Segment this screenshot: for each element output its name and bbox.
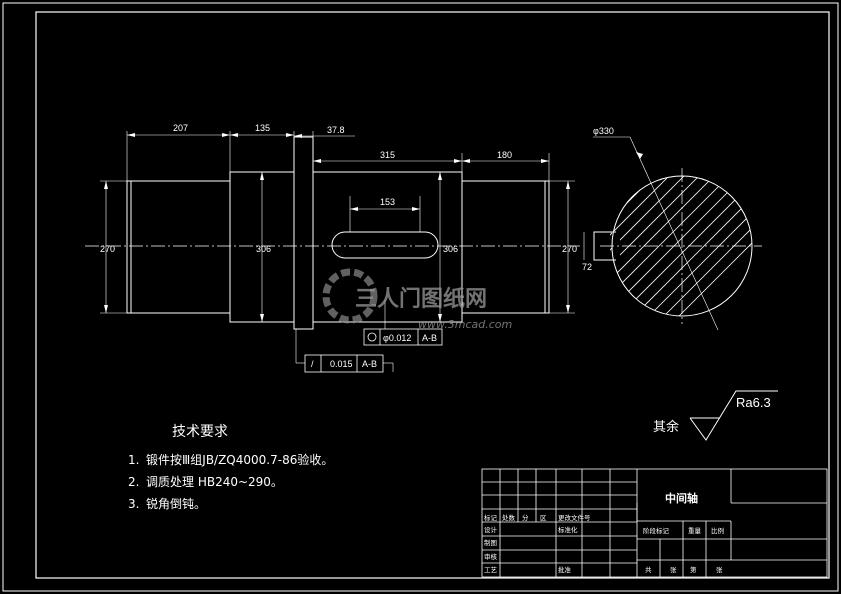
position-tol-datum: A-B	[422, 333, 437, 343]
dim-dia-306-left: 306	[256, 244, 271, 254]
tech-req-num-3: 3.	[128, 497, 139, 511]
rev-header-zone: 区	[540, 514, 547, 522]
tech-req-text-2: 调质处理 HB240~290。	[146, 475, 283, 489]
watermark-brand: 三人门图纸网	[355, 286, 487, 312]
frame-border	[35, 11, 830, 579]
dim-180: 180	[497, 150, 512, 160]
runout-symbol: /	[311, 359, 314, 369]
dim-72: 72	[582, 262, 592, 272]
title-block	[481, 468, 828, 578]
runout-tolerance-frame: / 0.015 A-B	[295, 329, 394, 373]
tech-req-text-3: 锐角倒钝。	[146, 497, 206, 511]
runout-tol-value: 0.015	[330, 359, 353, 369]
label-process: 工艺	[484, 566, 498, 574]
tech-req-title: 技术要求	[172, 424, 228, 440]
label-sheets-1: 张	[670, 565, 677, 574]
tech-req-num-1: 1.	[128, 453, 139, 467]
dim-207: 207	[173, 123, 188, 133]
runout-tol-datum: A-B	[362, 359, 377, 369]
watermark-url: www.3mcad.com	[418, 318, 512, 331]
part-name: 中间轴	[665, 491, 698, 505]
dim-phi-330: φ330	[593, 126, 614, 136]
label-approve: 批准	[558, 565, 572, 574]
keyway-slot	[331, 231, 439, 259]
technical-requirements: 技术要求 1. 锻件按Ⅲ组JB/ZQ4000.7-86验收。 2. 调质处理 H…	[128, 424, 333, 511]
watermark: 三人门图纸网 www.3mcad.com	[322, 268, 512, 331]
keyway-depth	[593, 231, 616, 261]
rev-header-count: 处数	[502, 513, 516, 522]
position-symbol-icon	[367, 332, 377, 342]
rev-header-part: 分	[522, 513, 529, 522]
dim-dia-306-right: 306	[443, 244, 458, 254]
dim-153: 153	[380, 197, 395, 207]
label-total: 共	[645, 565, 652, 574]
dimension-arrows	[104, 133, 570, 322]
label-standardize: 标准化	[558, 525, 578, 534]
roughness-label: 其余	[653, 419, 679, 435]
dimension-lines	[105, 134, 569, 322]
dim-dia-270-left: 270	[100, 244, 115, 254]
tech-req-num-2: 2.	[128, 475, 139, 489]
label-sheets-2: 张	[716, 565, 723, 574]
rev-header-mark: 标记	[484, 513, 498, 522]
dim-37-8: 37.8	[327, 125, 345, 135]
gear-icon	[322, 268, 378, 324]
position-tol-value: φ0.012	[383, 333, 411, 343]
label-design: 设计	[484, 525, 498, 534]
dim-315: 315	[380, 150, 395, 160]
extension-lines	[100, 131, 575, 314]
dim-dia-270-right: 270	[562, 244, 577, 254]
dim-135: 135	[255, 123, 270, 133]
label-weight: 重量	[688, 527, 702, 535]
surface-roughness: Ra6.3 其余	[653, 390, 778, 441]
rev-header-doc: 更改文件号	[558, 513, 591, 522]
label-sheet-no: 第	[690, 565, 697, 574]
position-tolerance-frame: φ0.012 A-B	[363, 300, 443, 346]
label-stage-mark: 阶段标记	[643, 526, 670, 535]
tech-req-text-1: 锻件按Ⅲ组JB/ZQ4000.7-86验收。	[146, 452, 333, 467]
cross-section	[583, 136, 762, 331]
label-scale: 比例	[711, 526, 724, 535]
roughness-value: Ra6.3	[736, 395, 771, 410]
label-review: 审核	[484, 552, 498, 561]
label-draft: 制图	[484, 538, 497, 547]
